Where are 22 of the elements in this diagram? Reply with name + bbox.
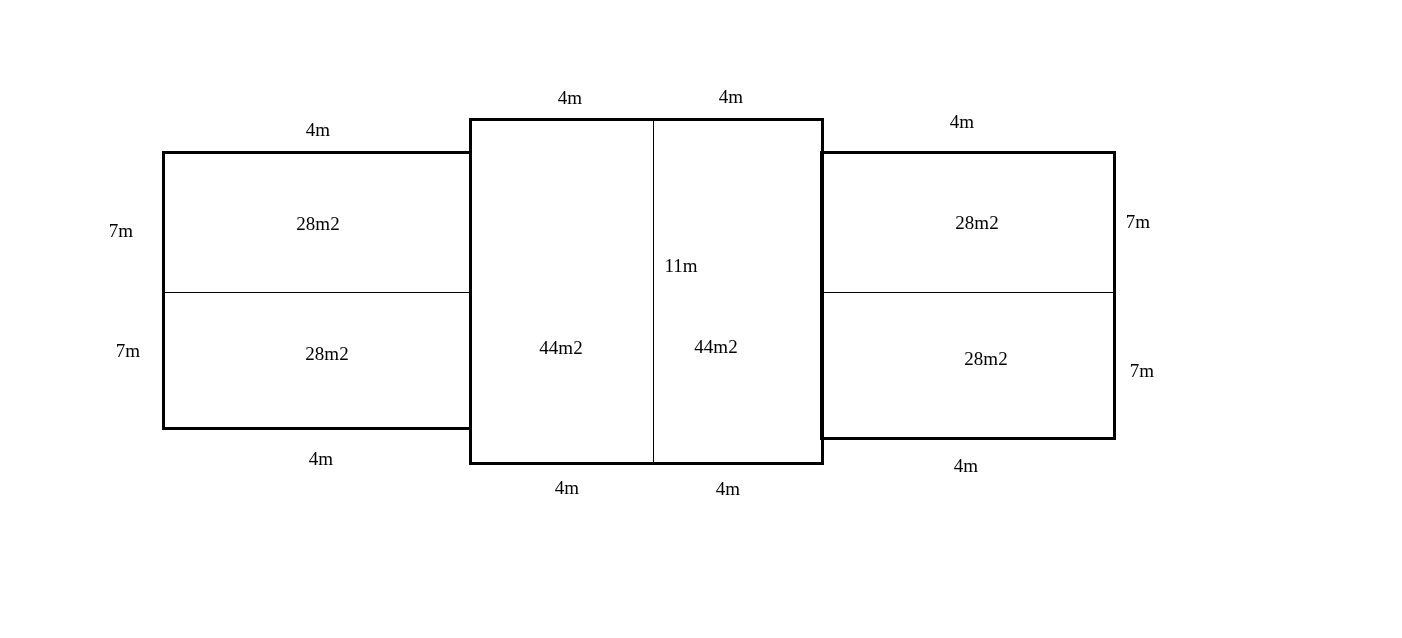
room-outline — [820, 151, 1116, 440]
area-label: 44m2 — [539, 337, 583, 359]
dimension-label: 4m — [308, 448, 334, 470]
area-label: 28m2 — [296, 213, 340, 235]
area-label: 28m2 — [305, 343, 349, 365]
dimension-label: 11m — [664, 255, 698, 277]
area-label: 28m2 — [964, 348, 1008, 370]
dimension-label: 4m — [715, 478, 741, 500]
dimension-label: 7m — [115, 340, 141, 362]
area-label: 44m2 — [694, 336, 738, 358]
dimension-label: 7m — [1129, 360, 1155, 382]
dimension-label: 7m — [108, 220, 134, 242]
dimension-label: 4m — [557, 87, 583, 109]
dimension-label: 4m — [953, 455, 979, 477]
dimension-label: 4m — [305, 119, 331, 141]
dimension-label: 7m — [1125, 211, 1151, 233]
room-outline — [162, 151, 472, 430]
area-label: 28m2 — [955, 212, 999, 234]
dimension-label: 4m — [949, 111, 975, 133]
room-outline — [469, 118, 824, 465]
dimension-label: 4m — [554, 477, 580, 499]
dimension-label: 4m — [718, 86, 744, 108]
